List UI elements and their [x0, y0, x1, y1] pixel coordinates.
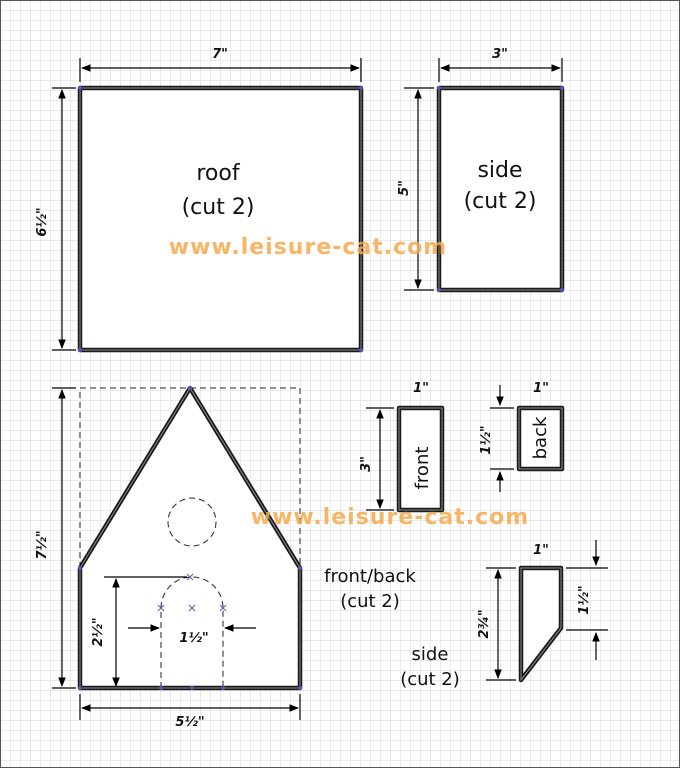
side-trap-height-dimension: 2¾"	[477, 567, 516, 681]
door-cutout	[157, 573, 227, 688]
side-trap-label: side	[412, 644, 449, 665]
roof-height-dimension: 6½"	[35, 87, 76, 351]
side-trap-height-label: 2¾"	[477, 609, 492, 638]
side-trap-short-height-label: 1½"	[577, 585, 592, 614]
roof-label: roof	[196, 161, 240, 186]
side-trap-width-label: 1"	[533, 543, 549, 558]
watermark-bottom: www.leisure-cat.com	[251, 505, 529, 530]
corner-markers	[78, 86, 564, 690]
side-trap-width-dimension: 1"	[533, 543, 549, 558]
front-back-label: front/back	[324, 566, 416, 587]
back-strip-height-label: 1½"	[479, 425, 494, 454]
front-back-height-label: 7½"	[35, 530, 50, 559]
side-trap-cut-label: (cut 2)	[400, 669, 460, 690]
roof-width-label: 7"	[212, 47, 228, 62]
back-strip-piece: back	[516, 405, 565, 472]
side-rect-width-label: 3"	[492, 47, 508, 62]
back-strip-label: back	[530, 416, 551, 459]
front-back-cut-label: (cut 2)	[340, 591, 400, 612]
front-back-piece	[77, 385, 303, 691]
door-height-dimension: 2½"	[91, 576, 187, 687]
side-rect-height-label: 5"	[397, 180, 412, 196]
front-back-width-label: 5½"	[175, 715, 204, 730]
front-strip-height-label: 3"	[359, 456, 374, 472]
door-height-label: 2½"	[91, 617, 106, 646]
roof-height-label: 6½"	[35, 207, 50, 236]
roof-cut-label: (cut 2)	[182, 195, 255, 220]
watermark-top: www.leisure-cat.com	[169, 235, 447, 260]
roof-piece: roof (cut 2)	[77, 85, 364, 353]
side-rect-label: side	[477, 158, 522, 183]
front-strip-width-label: 1"	[413, 381, 429, 396]
front-back-width-dimension: 5½"	[79, 694, 301, 730]
front-back-height-dimension: 7½"	[35, 387, 76, 689]
entry-hole	[167, 497, 217, 547]
side-trap-short-height-dimension: 1½"	[566, 540, 608, 660]
back-strip-height-dimension: 1½"	[479, 385, 514, 492]
front-strip-width-dimension: 1"	[413, 381, 429, 396]
front-strip-height-dimension: 3"	[359, 407, 394, 511]
side-trap-piece	[518, 565, 564, 683]
side-rect-cut-label: (cut 2)	[464, 189, 537, 214]
door-width-label: 1½"	[179, 631, 208, 646]
side-rect-piece: side (cut 2)	[436, 85, 565, 293]
back-strip-width-dimension: 1"	[533, 381, 549, 396]
back-strip-width-label: 1"	[533, 381, 549, 396]
door-width-dimension: 1½"	[128, 624, 256, 646]
front-strip-piece: front	[396, 405, 445, 513]
side-rect-height-dimension: 5"	[397, 87, 434, 291]
side-rect-width-dimension: 3"	[438, 47, 563, 82]
front-strip-label: front	[412, 447, 433, 490]
roof-width-dimension: 7"	[79, 47, 362, 82]
